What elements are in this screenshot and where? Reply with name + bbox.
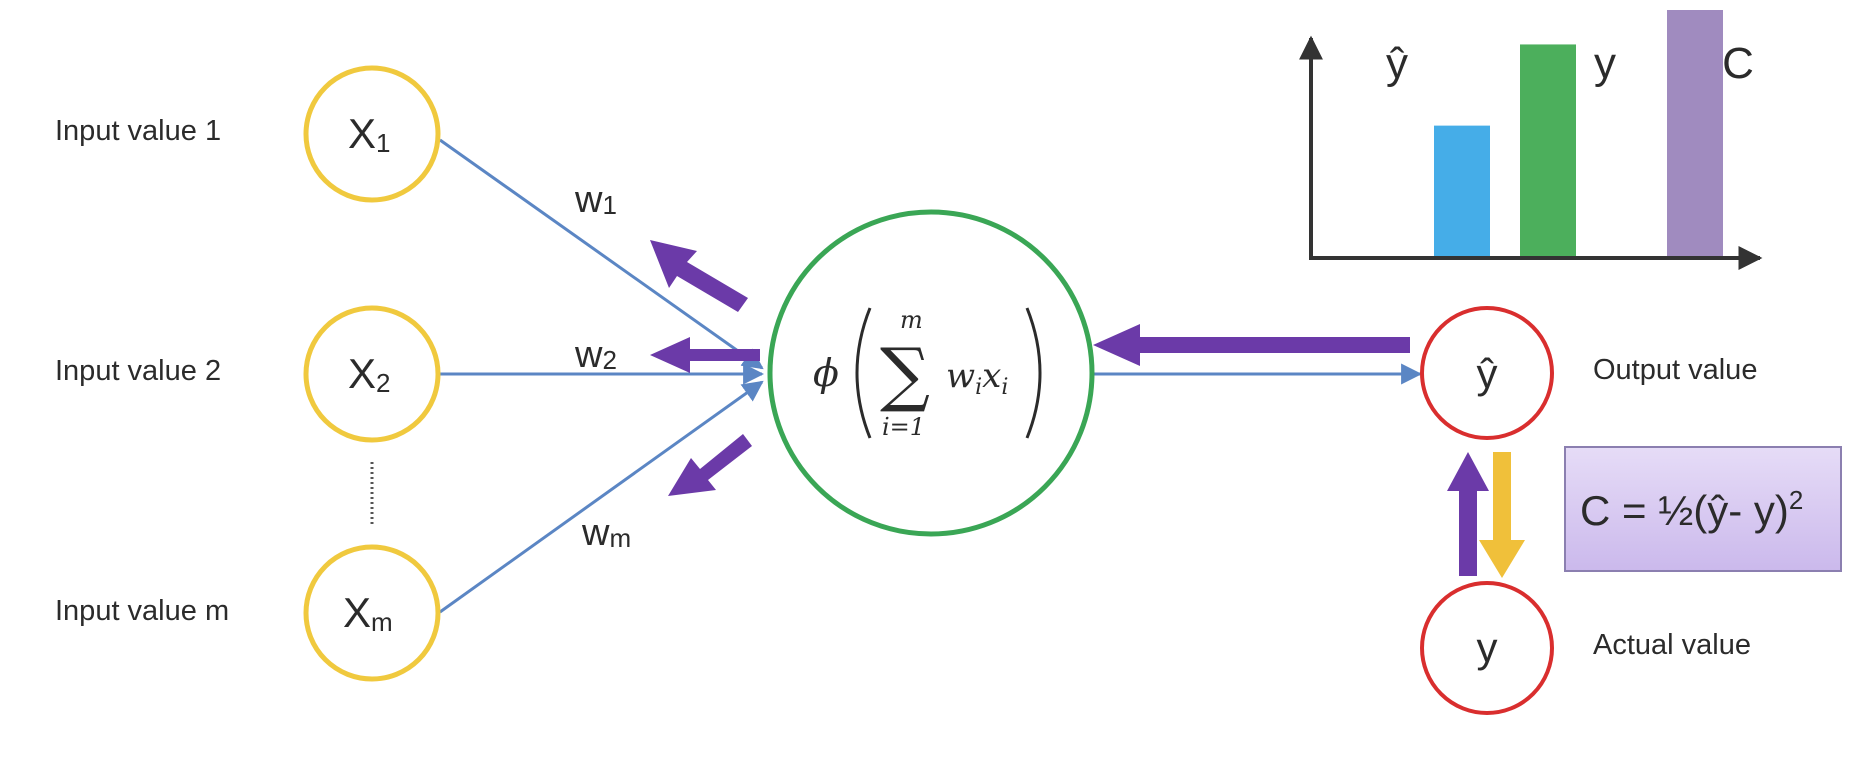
output-value-label: Output value	[1593, 354, 1757, 386]
chart-bar-label-2: y	[1594, 39, 1616, 88]
connection-line-m	[439, 380, 764, 614]
chart-bar-label-3: C	[1722, 39, 1754, 88]
svg-text:X2: X2	[348, 350, 390, 398]
sum-term: wixi	[946, 356, 1008, 400]
backprop-arrow-up	[1447, 452, 1489, 576]
backprop-arrow-wm	[668, 434, 752, 496]
output-node: ŷ	[1420, 306, 1554, 440]
compare-arrow-down	[1479, 452, 1525, 578]
node-letter: X	[348, 110, 376, 157]
node-letter: X	[343, 589, 371, 636]
connection-line-1	[439, 138, 764, 370]
phi-symbol: ϕ	[813, 351, 839, 395]
neuron: ϕ m ∑ i=1 wixi	[767, 209, 1095, 537]
chart-bar-3	[1667, 10, 1723, 256]
left-paren	[855, 307, 872, 439]
actual-value-label: Actual value	[1593, 629, 1751, 661]
sum-symbol: ∑	[880, 333, 930, 415]
input-node-2: X2	[303, 305, 441, 443]
cost-formula: C = ½(ŷ- y)2	[1580, 485, 1803, 534]
chart-bar-label-1: ŷ	[1386, 39, 1408, 88]
input-label-m: Input value m	[55, 595, 229, 627]
weight-label-2: w2	[574, 334, 617, 376]
backprop-arrow-w2	[650, 337, 760, 373]
weight-label-1: w1	[574, 179, 617, 221]
backprop-arrows	[650, 240, 1489, 576]
chart-bar-2	[1520, 44, 1576, 256]
output-node-label: ŷ	[1477, 350, 1498, 397]
node-subscript: 1	[376, 128, 390, 158]
input-label-2: Input value 2	[55, 355, 221, 387]
input-label-1: Input value 1	[55, 115, 221, 147]
weight-label-m: wm	[581, 512, 631, 554]
node-subscript: 2	[376, 368, 390, 398]
right-paren	[1025, 307, 1042, 439]
chart-bar-1	[1434, 125, 1490, 257]
node-letter: X	[348, 350, 376, 397]
backprop-arrow-w1	[650, 240, 748, 312]
backprop-arrow-output	[1093, 324, 1410, 366]
actual-node-label: y	[1477, 624, 1498, 671]
cost-function-box: C = ½(ŷ- y)2	[1564, 446, 1842, 572]
input-node-m: Xm	[303, 544, 441, 682]
node-subscript: m	[371, 607, 393, 637]
svg-text:X1: X1	[348, 110, 390, 158]
svg-text:Xm: Xm	[343, 589, 393, 637]
actual-node: y	[1420, 581, 1554, 715]
sum-lower-limit: i=1	[882, 413, 925, 441]
input-node-1: X1	[303, 65, 441, 203]
input-connections	[439, 138, 765, 614]
sum-upper-limit: m	[900, 306, 923, 334]
